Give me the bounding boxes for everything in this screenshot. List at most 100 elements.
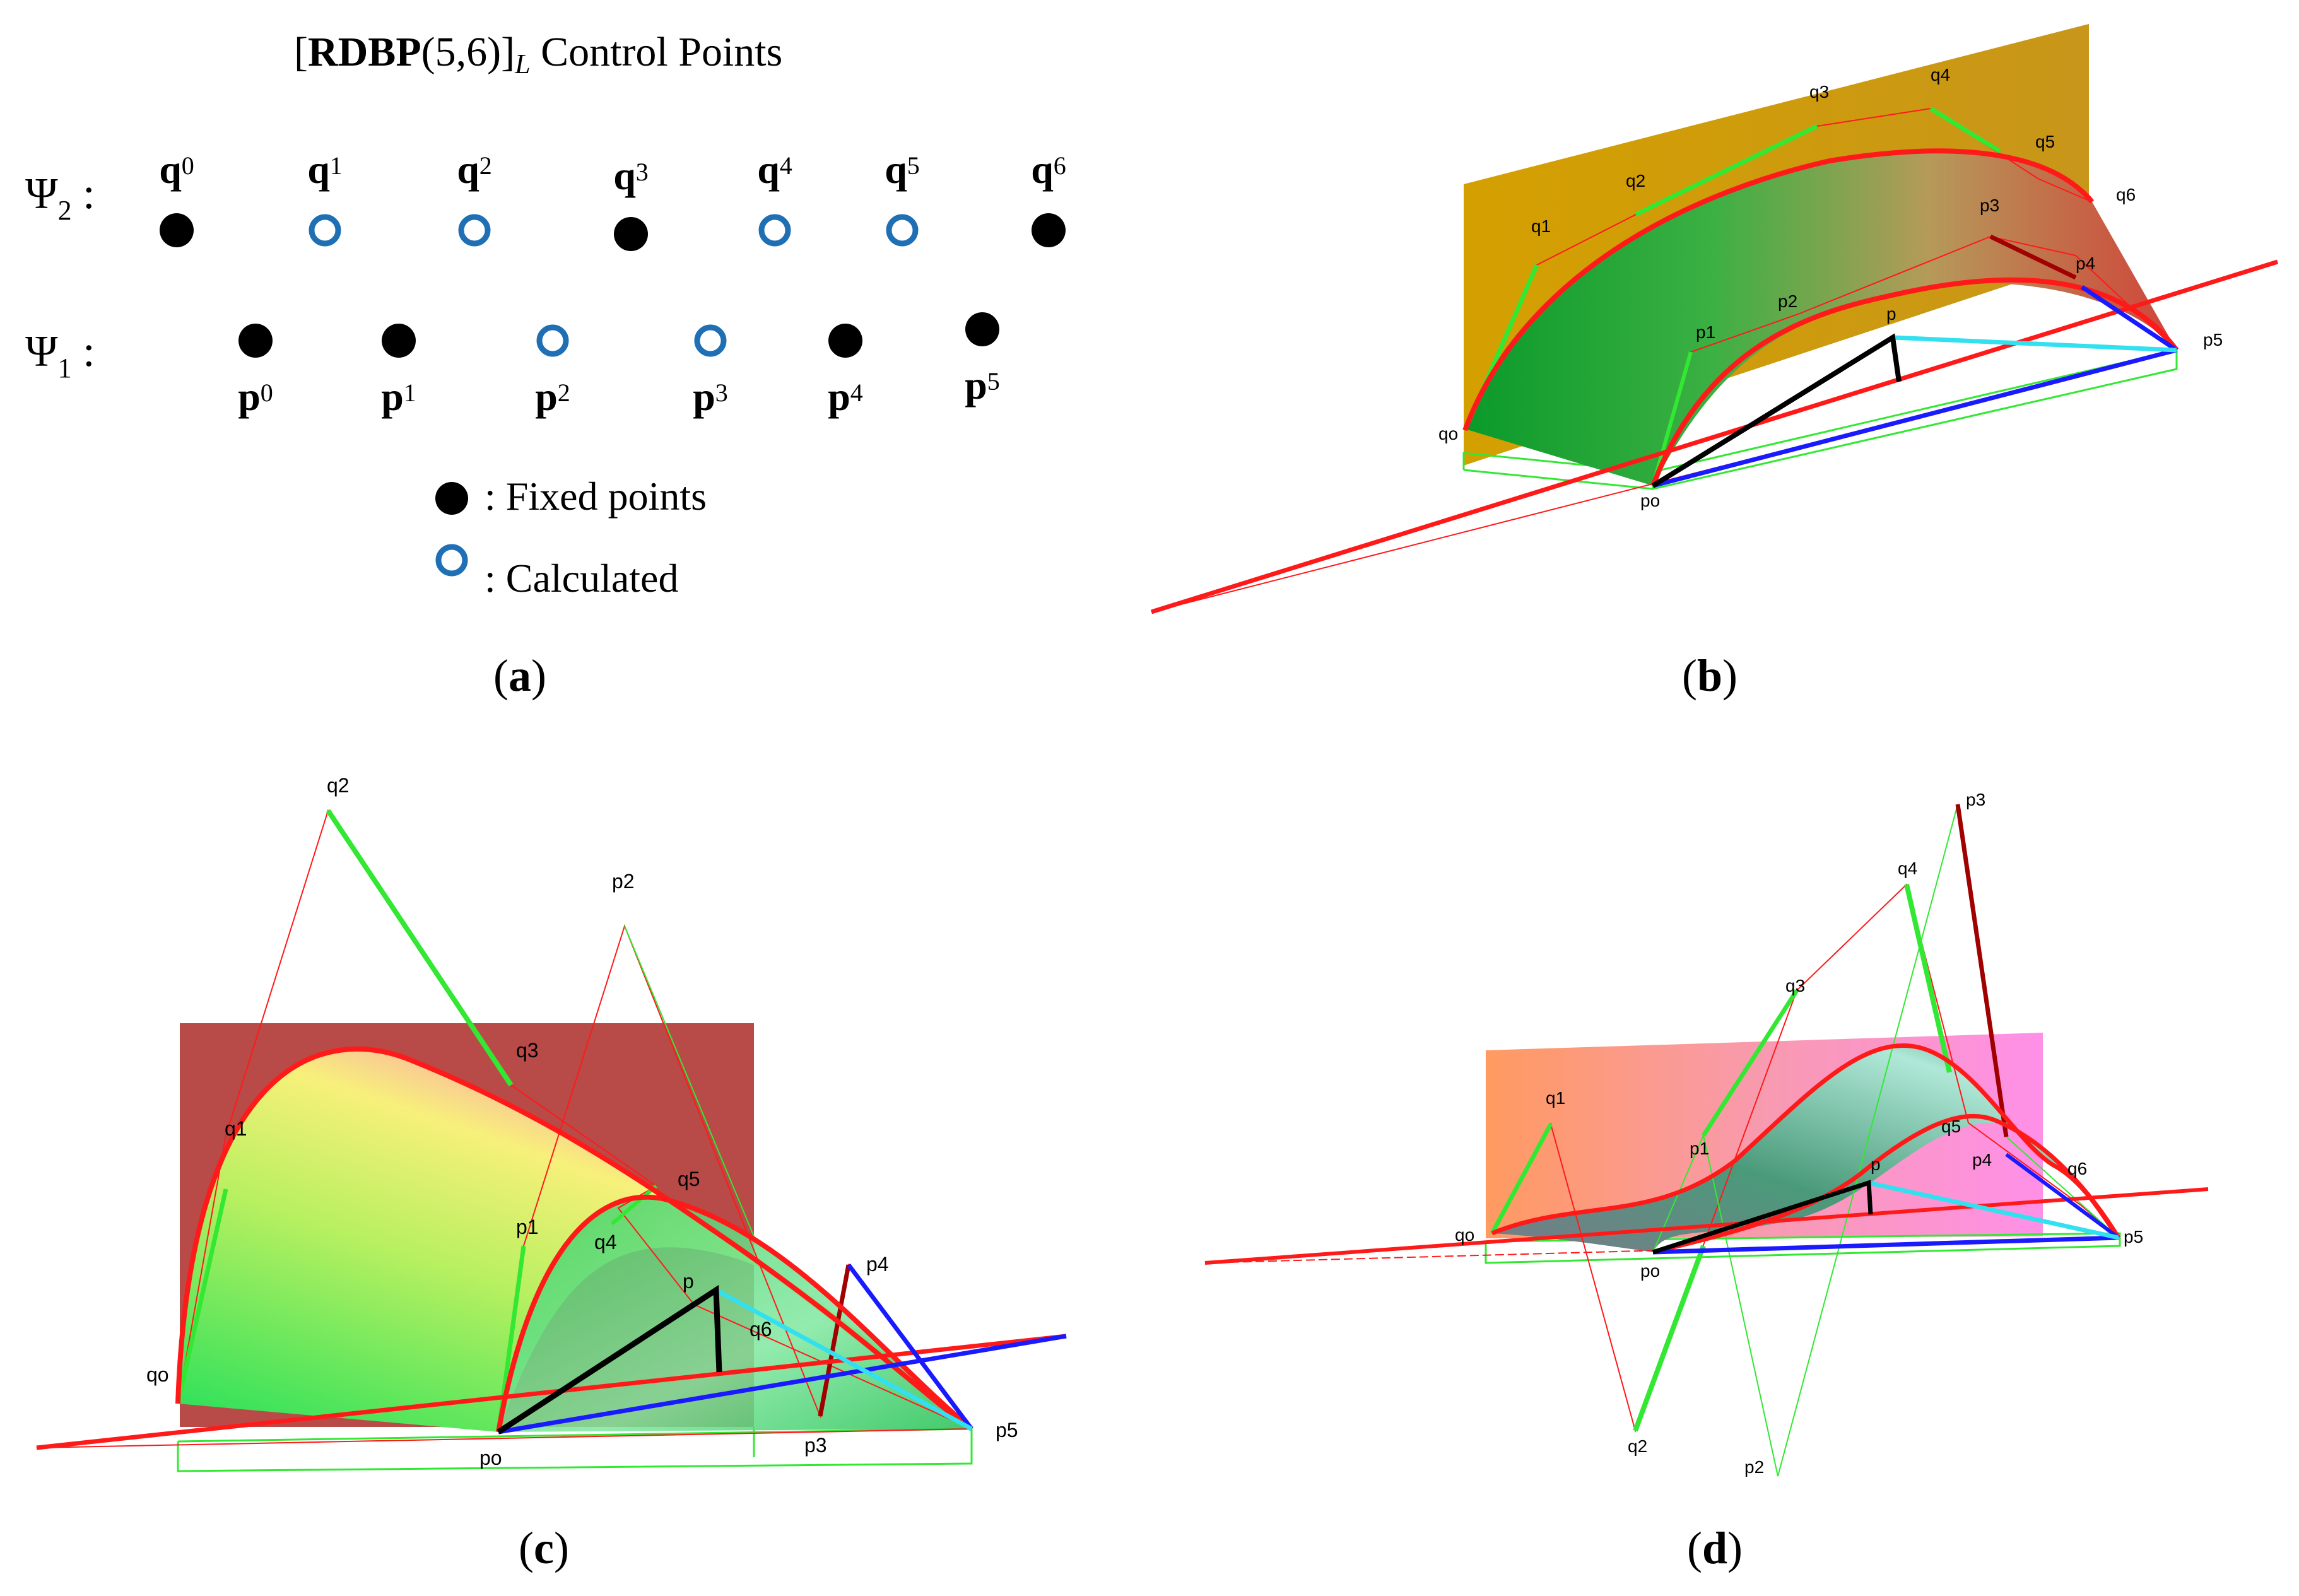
panel-c-label-p2: p2 [612, 870, 635, 893]
q-fixed-point-6 [1032, 213, 1066, 247]
q-label-1: q1 [307, 147, 343, 192]
row1-label: Ψ1 : [25, 327, 95, 384]
p-label-1: p1 [381, 374, 416, 419]
panel-d-label-q3: q3 [1785, 976, 1805, 995]
panel-c-label-p3: p3 [804, 1434, 827, 1457]
panel-c-labels: q2 p2 q3 q1 q5 p1 q4 p4 p q6 qo p5 p3 po [146, 774, 1018, 1469]
panel-d-axis-red [1204, 1187, 2209, 1265]
panel-c-curve-q [175, 1047, 973, 1431]
p-fixed-point-5 [965, 312, 999, 346]
q-label-2: q2 [457, 147, 492, 192]
legend-calculated-label: : Calculated [485, 556, 678, 601]
panel-c-axis-blue [498, 1334, 1067, 1435]
panel-b-axis-blue [1652, 348, 2177, 488]
panel-b-label-po: po [1640, 491, 1660, 510]
panel-c-label-q5: q5 [678, 1168, 700, 1190]
panel-d-tangent-p3 [1955, 804, 2009, 1137]
panel-b-label-q4: q4 [1931, 65, 1950, 85]
q-calculated-point-1 [309, 214, 341, 247]
panel-d-tangent-q3 [1702, 989, 1799, 1137]
panel-d-label-q5: q5 [1941, 1117, 1961, 1136]
panel-b-tangent-q2q3 [1635, 124, 1818, 217]
p-label-5: p5 [965, 363, 1000, 408]
caption-d: (d) [1687, 1523, 1743, 1573]
panel-b-cyan [1892, 335, 2177, 353]
panel-c-label-p5: p5 [996, 1419, 1018, 1441]
panel-c-axis-red-thin [36, 1428, 972, 1448]
panel-c-label-qo: qo [146, 1363, 169, 1386]
row2-label: Ψ2 : [25, 170, 95, 226]
panel-d-p-polygon [1652, 804, 2119, 1477]
panel-c-tangent-p3p4 [818, 1264, 851, 1417]
panel-c-p2-link [624, 925, 755, 1237]
legend-calculated-marker [435, 544, 468, 577]
panel-c-label-po: po [479, 1446, 502, 1469]
panel-b-axis-blue-2 [2081, 285, 2178, 352]
panel-c-tangent-q1 [175, 1188, 228, 1404]
p-calculated-point-3 [694, 324, 727, 357]
p-fixed-point-0 [238, 324, 273, 358]
q-label-0: q0 [159, 147, 194, 192]
panel-d-labels: p3 q4 q3 q1 p1 q5 p4 p q6 qo p5 po q2 p2 [1455, 790, 2143, 1477]
q-label-5: q5 [885, 147, 920, 192]
p-fixed-point-1 [382, 324, 416, 358]
legend-fixed-label: : Fixed points [485, 474, 707, 519]
panel-b-tangent-p3 [1989, 234, 2077, 280]
q-label-6: q6 [1031, 147, 1066, 192]
q-label-3: q3 [613, 153, 649, 198]
panel-b-label-q2: q2 [1626, 171, 1645, 191]
panel-d-q-polygon [1491, 883, 2119, 1433]
q-calculated-point-5 [886, 214, 919, 247]
panel-b-label-q5: q5 [2035, 132, 2055, 151]
panel-d-axis-blue-2 [2005, 1153, 2120, 1240]
panel-c-label-p1: p1 [516, 1216, 539, 1238]
panel-b-curve-p [1650, 277, 2179, 487]
panel-c-curve-p [496, 1194, 973, 1433]
p-calculated-point-2 [536, 324, 569, 357]
p-label-4: p4 [828, 374, 863, 419]
panel-a: [RDBP(5,6)]L Control Points Ψ2 : Ψ1 : q0… [25, 29, 1066, 601]
p-fixed-point-4 [828, 324, 862, 358]
panel-d-label-p2: p2 [1744, 1457, 1764, 1477]
q-fixed-point-0 [160, 213, 194, 247]
panel-c-label-p: p [683, 1270, 694, 1293]
panel-b-label-p4: p4 [2076, 254, 2095, 273]
legend-fixed-marker [435, 482, 468, 515]
panel-b: q1 q2 q3 q4 q5 q6 qo p1 p2 p3 p4 p5 p po [1150, 24, 2279, 614]
panel-d-tangent-q1 [1490, 1123, 1553, 1235]
panel-d-label-q6: q6 [2067, 1159, 2087, 1178]
panel-c-q-polygon [177, 809, 972, 1429]
panel-c-cyan [715, 1288, 973, 1431]
panel-c-axis-red [36, 1334, 1067, 1450]
panel-c-label-q6: q6 [750, 1318, 772, 1341]
panel-d-tangent-q4 [1904, 884, 1952, 1073]
caption-c: (c) [519, 1523, 569, 1573]
panel-d-curve-p [1652, 1113, 2120, 1255]
caption-b: (b) [1682, 650, 1737, 701]
panel-c-label-p4: p4 [866, 1253, 889, 1276]
panel-c-label-q3: q3 [516, 1039, 539, 1062]
p-label-3: p3 [693, 374, 728, 419]
panel-d-cyan [1868, 1180, 2119, 1240]
panel-d-label-p5: p5 [2124, 1227, 2143, 1247]
panel-d-black-lines [1652, 1180, 1873, 1255]
panel-a-title: [RDBP(5,6)]L Control Points [294, 29, 782, 79]
panel-c-base-box [177, 1428, 973, 1472]
panel-b-label-q3: q3 [1809, 82, 1829, 102]
p-label-2: p2 [535, 374, 570, 419]
panel-c-label-q4: q4 [594, 1231, 617, 1253]
q-calculated-point-2 [458, 214, 491, 247]
panel-b-label-p3: p3 [1980, 196, 1999, 215]
panel-b-tangent-q4q5 [1929, 107, 2001, 153]
panel-c-black-lines [497, 1284, 722, 1435]
panel-d-label-p4: p4 [1972, 1150, 1992, 1170]
panel-b-label-q6: q6 [2116, 185, 2136, 204]
panel-b-labels: q1 q2 q3 q4 q5 q6 qo p1 p2 p3 p4 p5 p po [1438, 65, 2223, 510]
q-fixed-point-3 [614, 217, 648, 251]
panel-b-label-p5: p5 [2203, 330, 2223, 349]
panel-b-label-qo: qo [1438, 424, 1458, 443]
panel-b-label-p2: p2 [1778, 291, 1797, 311]
panel-b-label-p1: p1 [1696, 322, 1715, 342]
panel-d-label-p1: p1 [1690, 1139, 1709, 1158]
